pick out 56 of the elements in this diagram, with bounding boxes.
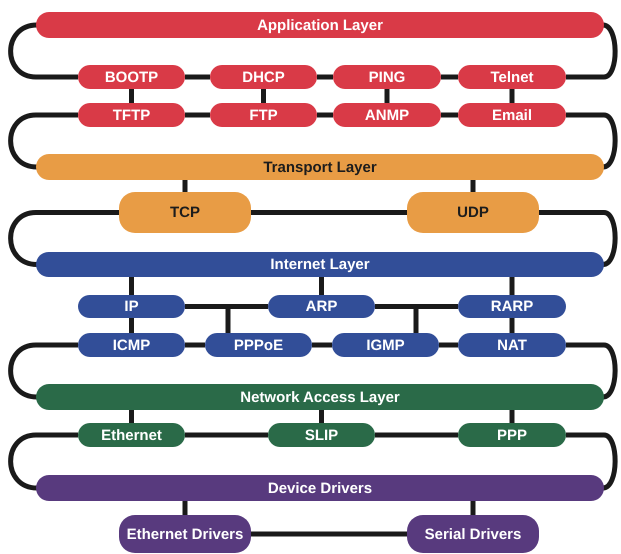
protocol-box: Ethernet: [78, 423, 185, 447]
protocol-box: Serial Drivers: [407, 515, 539, 553]
protocol-box: FTP: [210, 103, 317, 127]
connector-line: [251, 532, 407, 536]
connector-line: [251, 210, 407, 215]
protocol-box: PING: [333, 65, 441, 89]
protocol-box: ICMP: [78, 333, 185, 357]
protocol-box: PPP: [458, 423, 566, 447]
layer-bar: Application Layer: [36, 12, 604, 38]
protocol-box: UDP: [407, 192, 539, 233]
layer-bar: Network Access Layer: [36, 384, 604, 410]
connector-line: [129, 89, 134, 103]
protocol-box: SLIP: [268, 423, 375, 447]
protocol-box: BOOTP: [78, 65, 185, 89]
connector-line: [510, 277, 514, 295]
connector-line: [510, 89, 514, 103]
connector-line: [182, 180, 188, 192]
connector-line: [129, 318, 134, 333]
connector-line: [375, 432, 458, 438]
protocol-box: IP: [78, 295, 185, 318]
layer-bar: Transport Layer: [36, 154, 604, 180]
protocol-box: IGMP: [332, 333, 439, 357]
protocol-box: PPPoE: [205, 333, 312, 357]
protocol-box: ARP: [268, 295, 375, 318]
protocol-box: Email: [458, 103, 566, 127]
layer-bar: Device Drivers: [36, 475, 604, 501]
connector-line: [182, 501, 188, 515]
connector-line: [185, 112, 210, 118]
protocol-box: ANMP: [333, 103, 441, 127]
protocol-box: RARP: [458, 295, 566, 318]
connector-line: [185, 74, 210, 80]
connector-line: [261, 89, 266, 103]
layer-bar: Internet Layer: [36, 252, 604, 277]
connector-line: [312, 342, 332, 348]
connector-line: [441, 112, 458, 118]
connector-line: [439, 342, 458, 348]
connector-line: [317, 112, 333, 118]
connector-line: [129, 410, 134, 423]
connector-line: [510, 318, 514, 333]
connector-line: [317, 74, 333, 80]
connector-line: [185, 342, 205, 348]
protocol-box: TFTP: [78, 103, 185, 127]
protocol-box: Ethernet Drivers: [119, 515, 251, 553]
connector-line: [470, 501, 476, 515]
protocol-box: TCP: [119, 192, 251, 233]
connector-line: [185, 432, 268, 438]
protocol-box: Telnet: [458, 65, 566, 89]
connector-line: [319, 277, 324, 295]
protocol-box: NAT: [458, 333, 566, 357]
connector-line: [441, 74, 458, 80]
connector-line: [129, 277, 134, 295]
protocol-box: DHCP: [210, 65, 317, 89]
connector-line: [319, 410, 324, 423]
connector-line: [384, 89, 390, 103]
connector-line: [470, 180, 476, 192]
connector-line: [510, 410, 514, 423]
